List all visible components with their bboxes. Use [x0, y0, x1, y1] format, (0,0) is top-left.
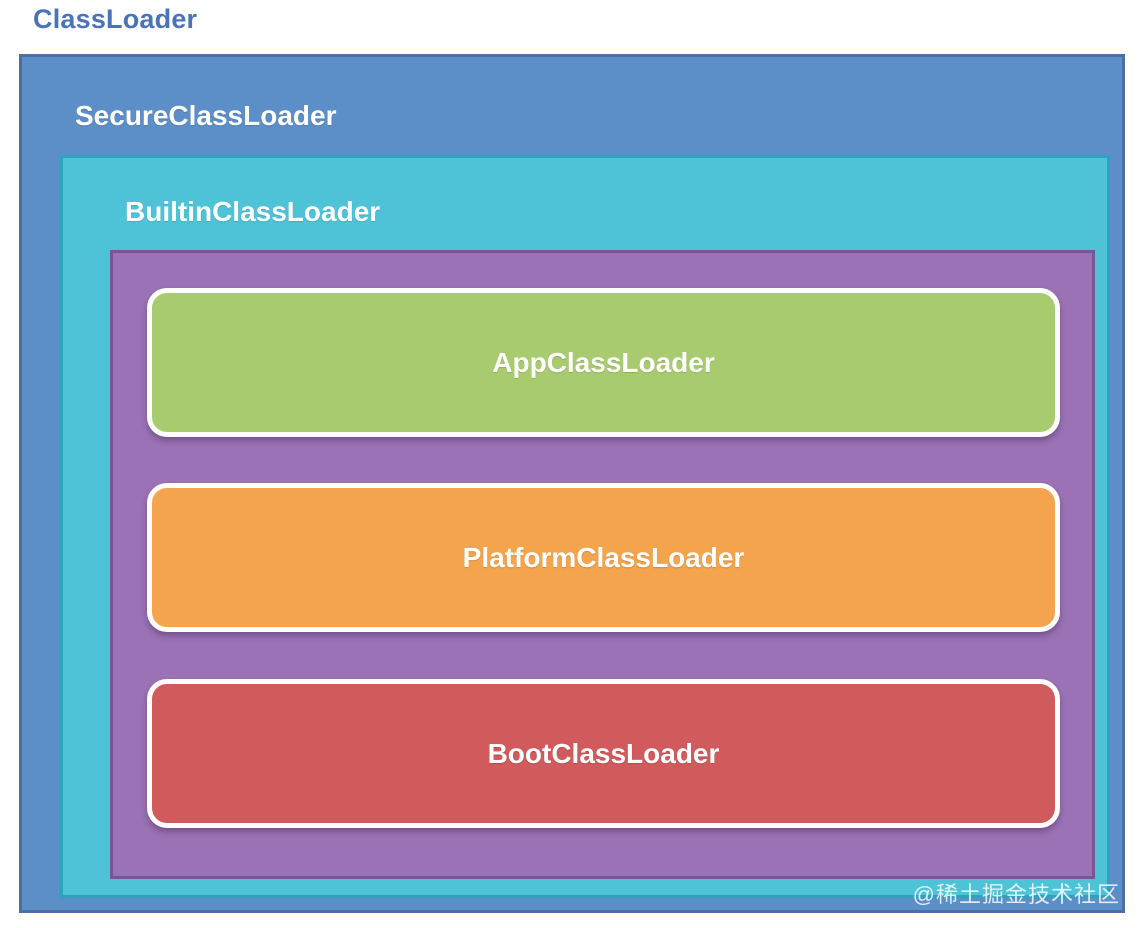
- boot-classloader-box: BootClassLoader: [147, 679, 1060, 828]
- platform-classloader-label: PlatformClassLoader: [462, 541, 745, 573]
- diagram-title: ClassLoader: [33, 4, 198, 34]
- builtin-classloader-label: BuiltinClassLoader: [125, 196, 381, 227]
- app-classloader-box: AppClassLoader: [147, 288, 1060, 437]
- app-classloader-label: AppClassLoader: [492, 346, 715, 378]
- loader-group-box: AppClassLoader PlatformClassLoader BootC…: [110, 250, 1095, 879]
- secure-classloader-label: SecureClassLoader: [75, 100, 337, 131]
- boot-classloader-label: BootClassLoader: [487, 737, 720, 769]
- platform-classloader-box: PlatformClassLoader: [147, 483, 1060, 632]
- watermark: @稀土掘金技术社区: [912, 882, 1120, 907]
- secure-classloader-box: SecureClassLoader BuiltinClassLoader App…: [19, 54, 1125, 913]
- builtin-classloader-box: BuiltinClassLoader AppClassLoader Platfo…: [60, 155, 1110, 898]
